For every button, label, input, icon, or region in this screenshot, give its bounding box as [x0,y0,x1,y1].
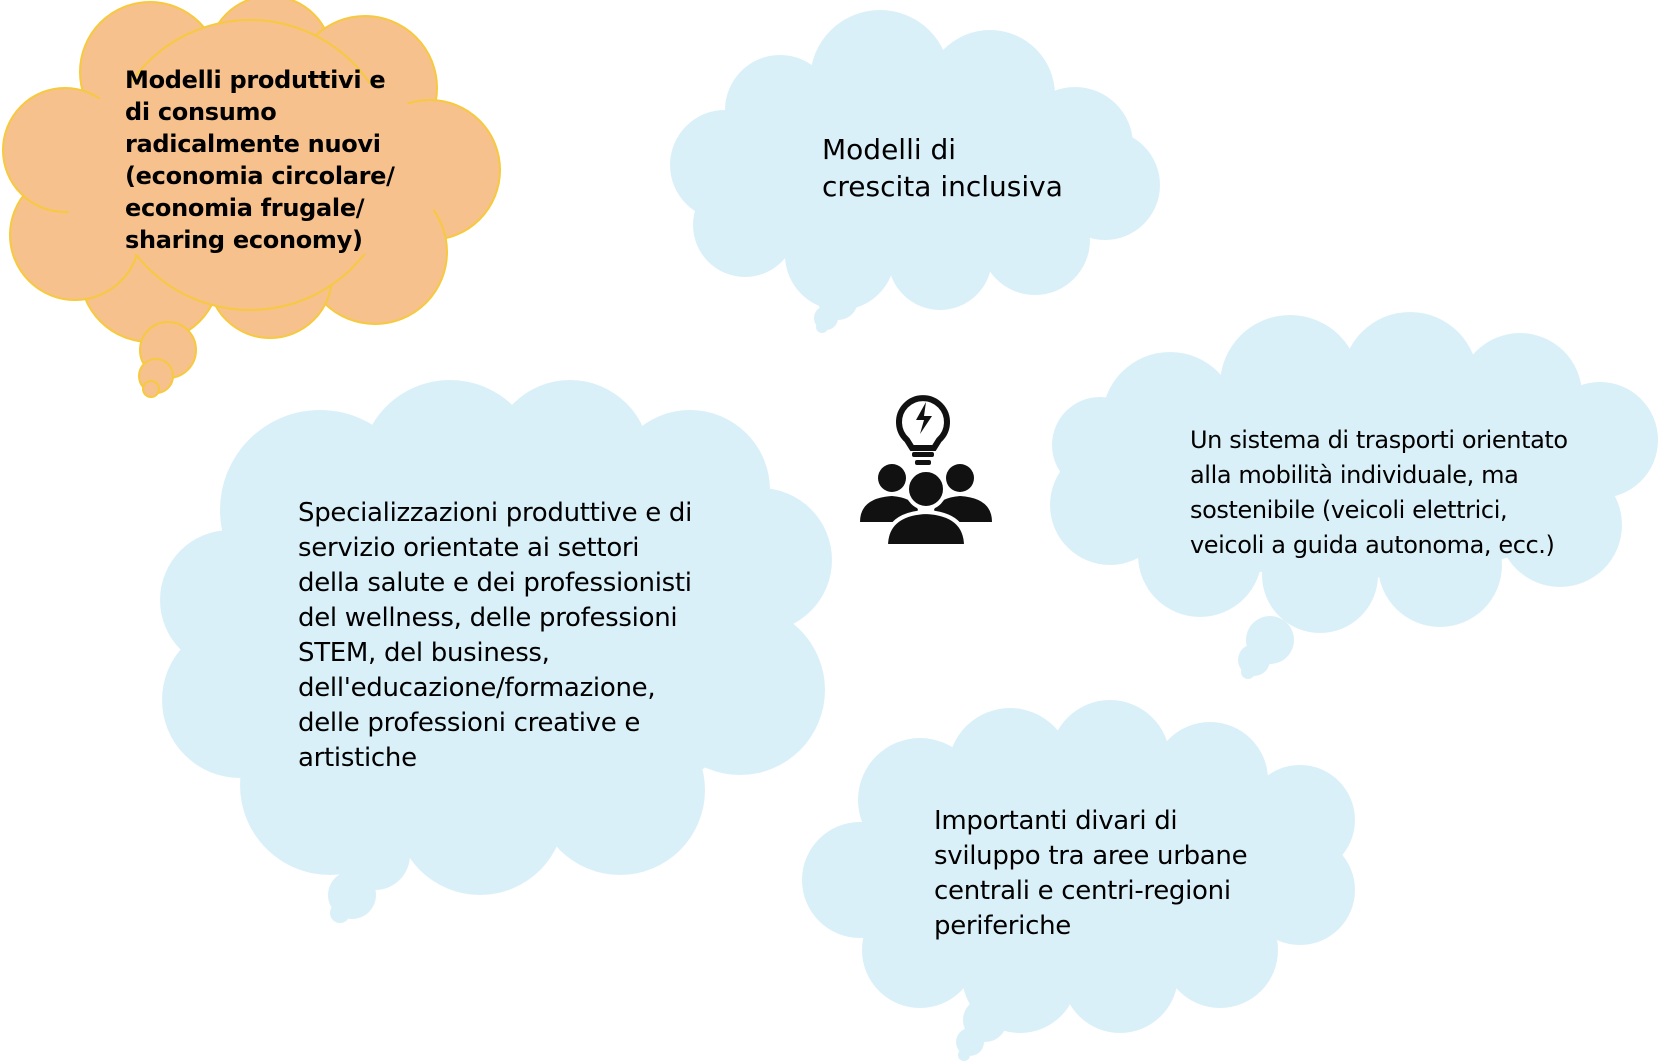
cloud-4-text: Specializzazioni produttive e di servizi… [298,496,692,776]
cloud-5-line: Importanti divari di [934,806,1178,836]
cloud-3-line: veicoli a guida autonoma, ecc.) [1190,531,1555,559]
cloud-5-text: Importanti divari di sviluppo tra aree u… [934,804,1248,944]
cloud-5-line: sviluppo tra aree urbane [934,841,1248,871]
cloud-2-line: crescita inclusiva [822,170,1063,203]
cloud-1-line: radicalmente nuovi [125,130,381,158]
cloud-4-line: del wellness, delle professioni [298,603,678,633]
cloud-1-line: Modelli produttivi e [125,66,386,94]
team-idea-icon [860,395,992,548]
cloud-5-line: periferiche [934,911,1071,941]
cloud-1-text: Modelli produttivi e di consumo radicalm… [125,64,395,256]
cloud-4-line: STEM, del business, [298,638,550,668]
cloud-1-line: di consumo [125,98,277,126]
cloud-3-line: alla mobilità individuale, ma [1190,461,1519,489]
cloud-4-line: della salute e dei professionisti [298,568,692,598]
cloud-4-line: servizio orientate ai settori [298,533,640,563]
cloud-4-line: artistiche [298,743,417,773]
cloud-2-text: Modelli di crescita inclusiva [822,131,1063,205]
cloud-3-shape [1050,312,1658,679]
cloud-2-line: Modelli di [822,133,957,166]
cloud-4-shape [160,380,832,923]
cloud-1-line: (economia circolare/ [125,162,395,190]
cloud-5-line: centrali e centri-regioni [934,876,1231,906]
cloud-2-shape [670,10,1160,333]
cloud-1-line: sharing economy) [125,226,363,254]
cloud-1-line: economia frugale/ [125,194,365,222]
cloud-3-line: sostenibile (veicoli elettrici, [1190,496,1508,524]
cloud-4-line: dell'educazione/formazione, [298,673,656,703]
cloud-3-line: Un sistema di trasporti orientato [1190,426,1568,454]
cloud-5-shape [802,700,1355,1061]
cloud-4-line: Specializzazioni produttive e di [298,498,693,528]
cloud-4-line: delle professioni creative e [298,708,641,738]
cloud-3-text: Un sistema di trasporti orientato alla m… [1190,423,1568,563]
